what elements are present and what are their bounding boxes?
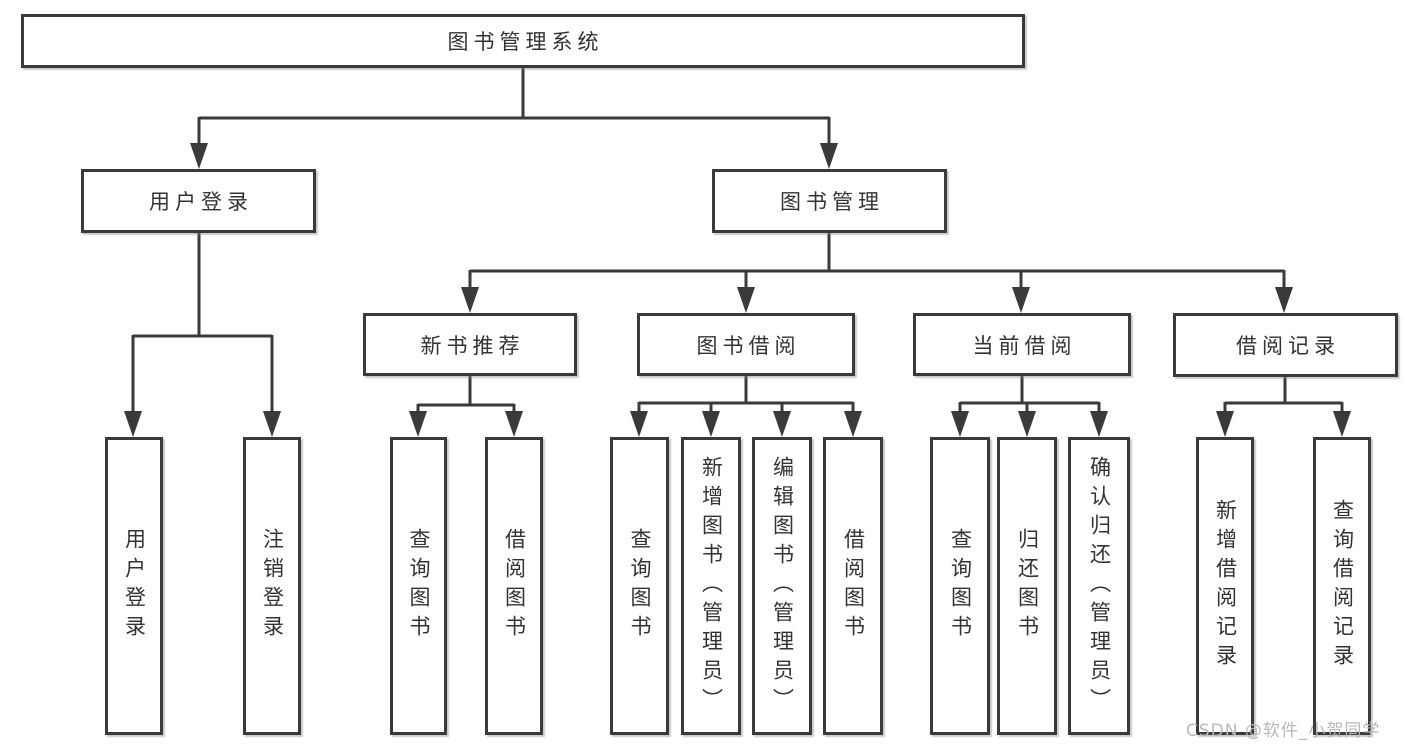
node-leaf-user-login: 用户登录 [105,437,163,735]
node-book-borrow: 图书借阅 [637,313,855,376]
node-root: 图书管理系统 [21,14,1025,68]
node-book-management: 图书管理 [712,169,947,233]
node-leaf-add-books-admin: 新增图书（管理员） [681,437,741,735]
node-leaf-add-borrow-record: 新增借阅记录 [1196,437,1254,735]
node-current-borrow: 当前借阅 [913,313,1131,376]
csdn-watermark: CSDN @软件_小贺同学 [1186,721,1381,741]
node-leaf-borrow-books-1: 借阅图书 [485,437,543,735]
node-leaf-query-borrow-record: 查询借阅记录 [1313,437,1371,735]
node-borrow-records: 借阅记录 [1173,313,1398,377]
node-leaf-borrow-books-2: 借阅图书 [823,437,883,735]
node-leaf-return-books: 归还图书 [997,437,1057,735]
node-new-book-recommend: 新书推荐 [363,313,577,376]
node-leaf-query-books-3: 查询图书 [930,437,990,735]
node-leaf-query-books-1: 查询图书 [390,437,447,735]
node-user-login: 用户登录 [81,169,316,233]
node-leaf-query-books-2: 查询图书 [610,437,669,735]
node-leaf-confirm-return-admin: 确认归还（管理员） [1068,437,1130,735]
node-leaf-logout: 注销登录 [243,437,301,735]
node-leaf-edit-books-admin: 编辑图书（管理员） [752,437,812,735]
arrowheads [124,143,1351,437]
